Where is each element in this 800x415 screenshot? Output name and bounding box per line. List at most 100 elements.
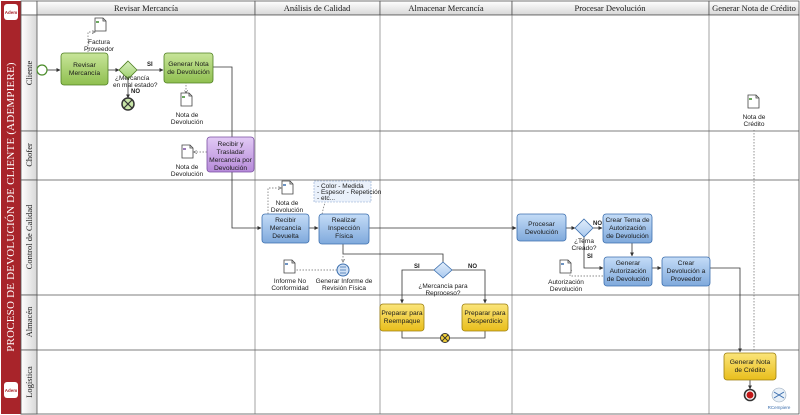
task-crear-devolucion-proveedor: Crear Devolución a Proveedor	[661, 256, 711, 287]
svg-text:Mercancía: Mercancía	[270, 225, 302, 232]
document-nota-devolucion-1-icon: Nota de Devolución	[171, 92, 204, 126]
svg-text:en mal estado?: en mal estado?	[113, 82, 158, 89]
svg-text:¿Mercancía para: ¿Mercancía para	[418, 283, 468, 290]
svg-text:- etc...: - etc...	[317, 195, 335, 202]
task-revisar-mercancia: Revisar Mercancía	[60, 52, 109, 86]
label-si-reproceso: SI	[414, 264, 420, 270]
svg-text:Trasladar: Trasladar	[217, 149, 246, 156]
svg-text:Generar Nota: Generar Nota	[730, 359, 771, 366]
svg-text:Preparar para: Preparar para	[464, 310, 506, 317]
svg-text:Proveedor: Proveedor	[671, 276, 703, 283]
svg-text:- Espesor - Repetición: - Espesor - Repetición	[317, 189, 382, 196]
svg-text:Nota de: Nota de	[743, 114, 766, 121]
sequence-flows	[47, 66, 752, 390]
lane-label-logistica: Logística	[24, 366, 34, 398]
label-no-mal-estado: NO	[131, 89, 140, 95]
gateway-mal-estado: ¿Mercancía en mal estado?	[113, 60, 158, 89]
task-generar-nota-credito: Generar Nota de Crédito	[723, 352, 777, 381]
svg-text:Devolución: Devolución	[214, 165, 247, 172]
svg-text:Recibir: Recibir	[275, 217, 297, 224]
svg-text:Conformidad: Conformidad	[271, 285, 309, 292]
logo-top-text: Adem	[5, 10, 18, 15]
document-nota-devolucion-3-icon: Nota de Devolución	[271, 180, 304, 214]
svg-text:Generar: Generar	[616, 260, 641, 267]
lane-label-control-calidad: Control de Calidad	[24, 204, 34, 269]
svg-text:Desperdicio: Desperdicio	[467, 318, 503, 325]
annotation-inspection-criteria: - Color - Medida - Espesor - Repetición …	[313, 180, 382, 203]
logo-bottom-text: Adem	[5, 388, 18, 393]
merge-event-almacen	[440, 333, 450, 343]
document-autorizacion-devolucion-icon: Autorización Devolución	[548, 259, 584, 293]
end-event-rejected	[121, 97, 135, 111]
column-header-almacenar-mercancia: Almacenar Mercancía	[408, 3, 483, 13]
task-crear-tema: Crear Tema de Autorización de Devolución	[602, 213, 653, 244]
svg-text:Reempaque: Reempaque	[384, 318, 421, 325]
label-no-tema: NO	[593, 221, 602, 227]
svg-text:Nota de: Nota de	[176, 112, 199, 119]
lane-label-chofer: Chofer	[24, 143, 34, 167]
task-preparar-desperdicio: Preparar para Desperdicio	[461, 303, 509, 332]
svg-text:Devuelta: Devuelta	[272, 233, 299, 240]
svg-text:Autorización: Autorización	[609, 225, 646, 232]
svg-text:Recibir y: Recibir y	[217, 141, 244, 148]
task-generar-nota-devolucion: Generar Nota de Devolución	[163, 52, 214, 84]
column-header-procesar-devolucion: Procesar Devolución	[574, 3, 646, 13]
gateway-reproceso: ¿Mercancía para Reproceso?	[418, 261, 468, 297]
svg-text:de Devolución: de Devolución	[607, 276, 650, 283]
svg-text:Física: Física	[335, 233, 353, 240]
start-event	[36, 64, 48, 76]
svg-text:Autorización: Autorización	[610, 268, 647, 275]
brand-text: RCempiere	[768, 405, 791, 410]
lane-label-almacen: Almacén	[24, 306, 34, 337]
svg-text:Proveedor: Proveedor	[84, 46, 115, 53]
task-procesar-devolucion: Procesar Devolución	[516, 213, 567, 242]
gateway-tema-creado: ¿Tema Creado?	[572, 218, 597, 252]
svg-text:Reproceso?: Reproceso?	[425, 290, 460, 297]
svg-text:Informe No: Informe No	[274, 278, 307, 285]
brand-logo: RCempiere	[768, 387, 791, 410]
svg-text:Crear Tema de: Crear Tema de	[605, 217, 649, 224]
task-recibir-trasladar: Recibir y Trasladar Mercancía por Devolu…	[206, 136, 255, 173]
svg-text:de Crédito: de Crédito	[735, 367, 766, 374]
end-event	[743, 388, 757, 402]
svg-text:Devolución: Devolución	[550, 286, 583, 293]
svg-text:¿Mercancía: ¿Mercancía	[115, 75, 150, 82]
svg-text:Procesar: Procesar	[528, 221, 556, 228]
svg-text:Revisar: Revisar	[73, 62, 96, 69]
column-header-generar-nota-credito: Generar Nota de Crédito	[712, 3, 796, 13]
column-header-revisar-mercancia: Revisar Mercancía	[114, 3, 178, 13]
svg-text:Devolución a: Devolución a	[667, 268, 706, 275]
document-factura-proveedor-icon: Factura Proveedor	[84, 17, 115, 53]
svg-text:Crear: Crear	[678, 260, 695, 267]
document-informe-no-conformidad-icon: Informe No Conformidad	[271, 259, 309, 292]
svg-text:Revisión Física: Revisión Física	[322, 285, 366, 292]
svg-text:Autorización: Autorización	[548, 279, 584, 286]
svg-text:- Color - Medida: - Color - Medida	[317, 183, 364, 190]
label-no-reproceso: NO	[468, 264, 477, 270]
task-realizar-inspeccion: Realizar Inspección Física	[318, 213, 370, 245]
svg-text:Preparar para: Preparar para	[381, 310, 423, 317]
svg-text:Inspección: Inspección	[328, 225, 360, 232]
svg-text:Devolución: Devolución	[171, 171, 204, 178]
document-informe-revision-icon: Generar Informe de Revisión Física	[316, 263, 373, 292]
svg-text:de Devolución: de Devolución	[606, 233, 649, 240]
svg-text:Mercancía: Mercancía	[69, 70, 101, 77]
title-bar	[1, 1, 21, 414]
svg-text:Devolución: Devolución	[171, 119, 204, 126]
label-si-tema: SI	[587, 254, 593, 260]
svg-text:Creado?: Creado?	[572, 245, 597, 252]
svg-text:Devolución: Devolución	[271, 207, 304, 214]
svg-text:de Devolución: de Devolución	[167, 69, 210, 76]
logo-top	[4, 4, 18, 20]
diagram-title: PROCESO DE DEVOLUCIÓN DE CLIENTE (ADEMPI…	[5, 62, 17, 352]
column-header-analisis-calidad: Análisis de Calidad	[284, 3, 351, 13]
logo-bottom	[4, 382, 18, 398]
svg-text:Mercancía por: Mercancía por	[209, 157, 253, 164]
svg-text:Factura: Factura	[88, 39, 110, 46]
task-generar-autorizacion: Generar Autorización de Devolución	[603, 256, 653, 287]
svg-text:¿Tema: ¿Tema	[574, 238, 594, 245]
document-nota-credito-icon: Nota de Crédito	[743, 94, 766, 128]
svg-text:Nota de: Nota de	[176, 164, 199, 171]
svg-text:Devolución: Devolución	[525, 229, 558, 236]
